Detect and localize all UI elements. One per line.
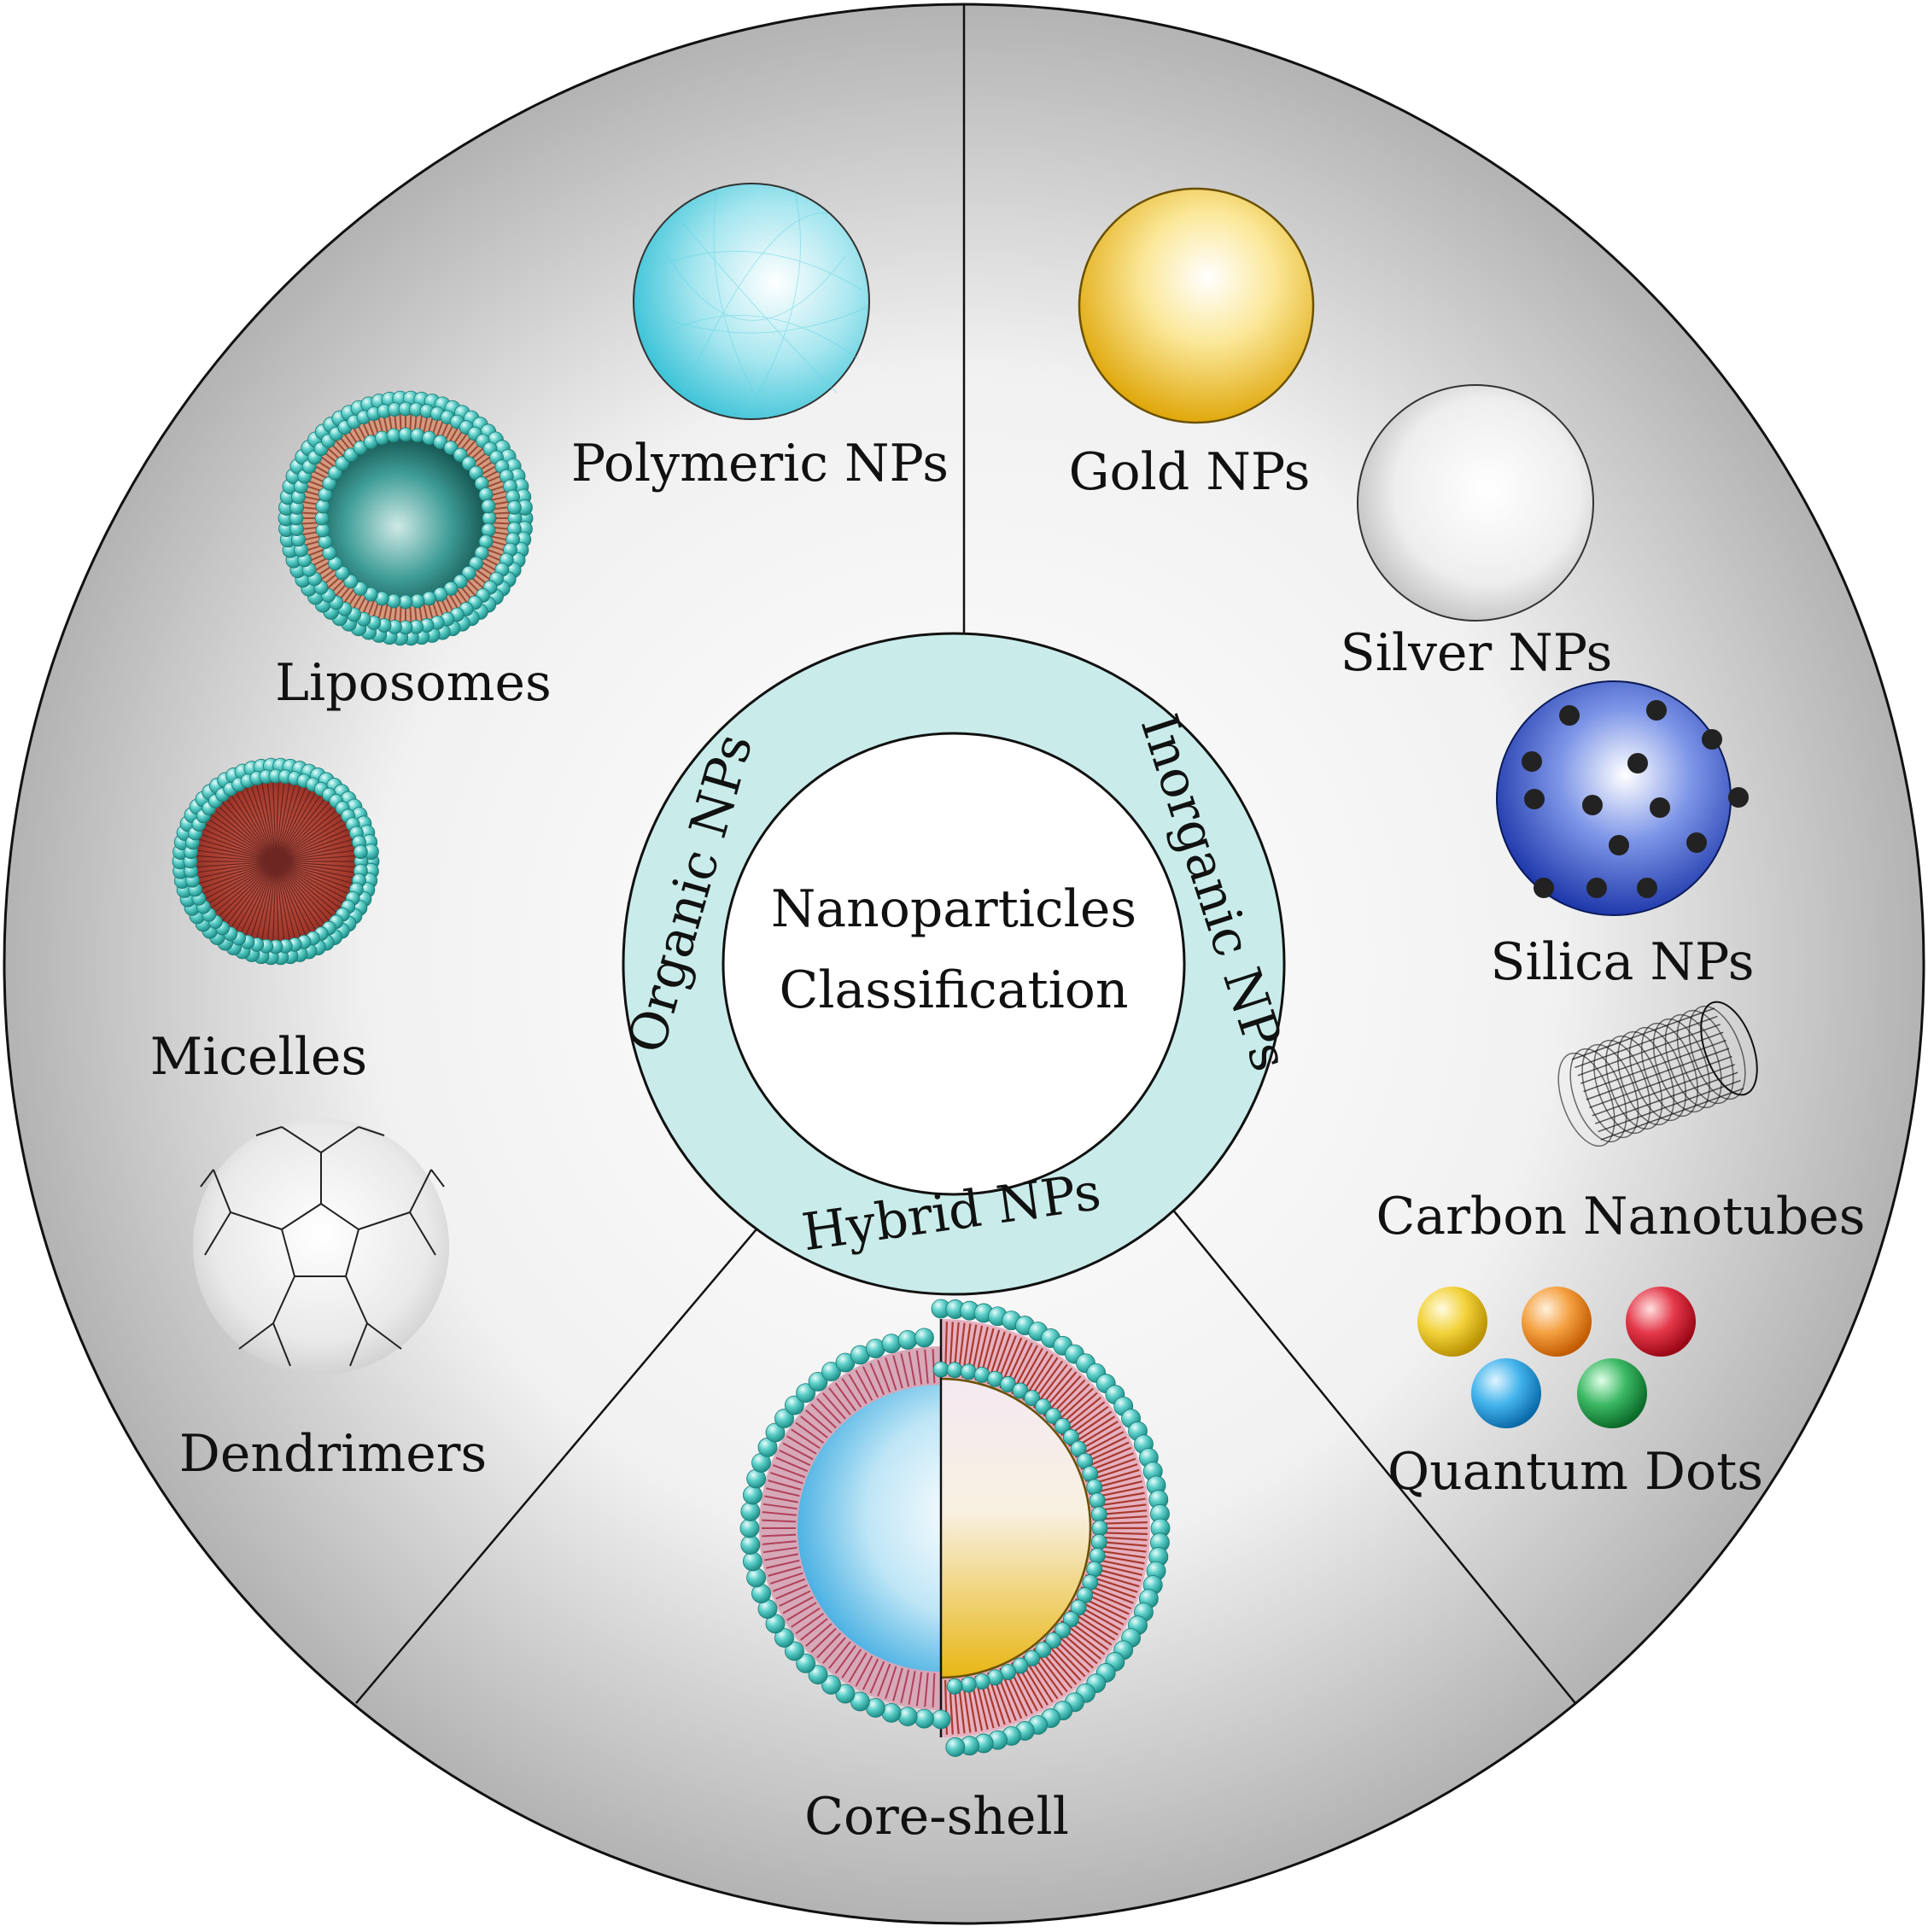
gold-nps-label: Gold NPs [1069,442,1311,502]
center-title-line2: Classification [779,960,1128,1020]
quantum-dot-yellow [1417,1287,1487,1357]
core-shell-graphic [739,1299,1171,1757]
divider-inorganic-hybrid [1099,1119,1576,1704]
center-disc [722,732,1186,1196]
carbon-nanotube-graphic [1557,1001,1758,1147]
quantum-dot-blue [1471,1358,1541,1428]
polymeric-nps-graphic [633,183,870,420]
quantum-dot-green [1577,1358,1647,1428]
quantum-dot-orange [1522,1287,1592,1357]
silver-nps-label: Silver NPs [1341,623,1613,683]
quantum-dots-graphic [1417,1287,1696,1428]
dendrimers-label: Dendrimers [179,1424,487,1484]
center-title-line1: Nanoparticles [771,879,1136,939]
liposome-graphic [278,390,534,646]
quantum-dot-red [1626,1287,1696,1357]
liposomes-label: Liposomes [275,653,552,713]
gold-nps-graphic [1078,187,1315,424]
quantum-dots-label: Quantum Dots [1388,1442,1763,1502]
dendrimer-graphic [193,1118,449,1375]
micelles-label: Micelles [150,1027,367,1087]
carbon-nanotubes-label: Carbon Nanotubes [1376,1187,1865,1246]
silver-nps-graphic [1357,384,1594,622]
silica-nps-label: Silica NPs [1490,932,1754,992]
micelle-graphic [172,757,380,966]
core-shell-label: Core-shell [804,1787,1069,1847]
silica-nps-graphic [1496,680,1749,916]
polymeric-nps-label: Polymeric NPs [571,434,949,493]
